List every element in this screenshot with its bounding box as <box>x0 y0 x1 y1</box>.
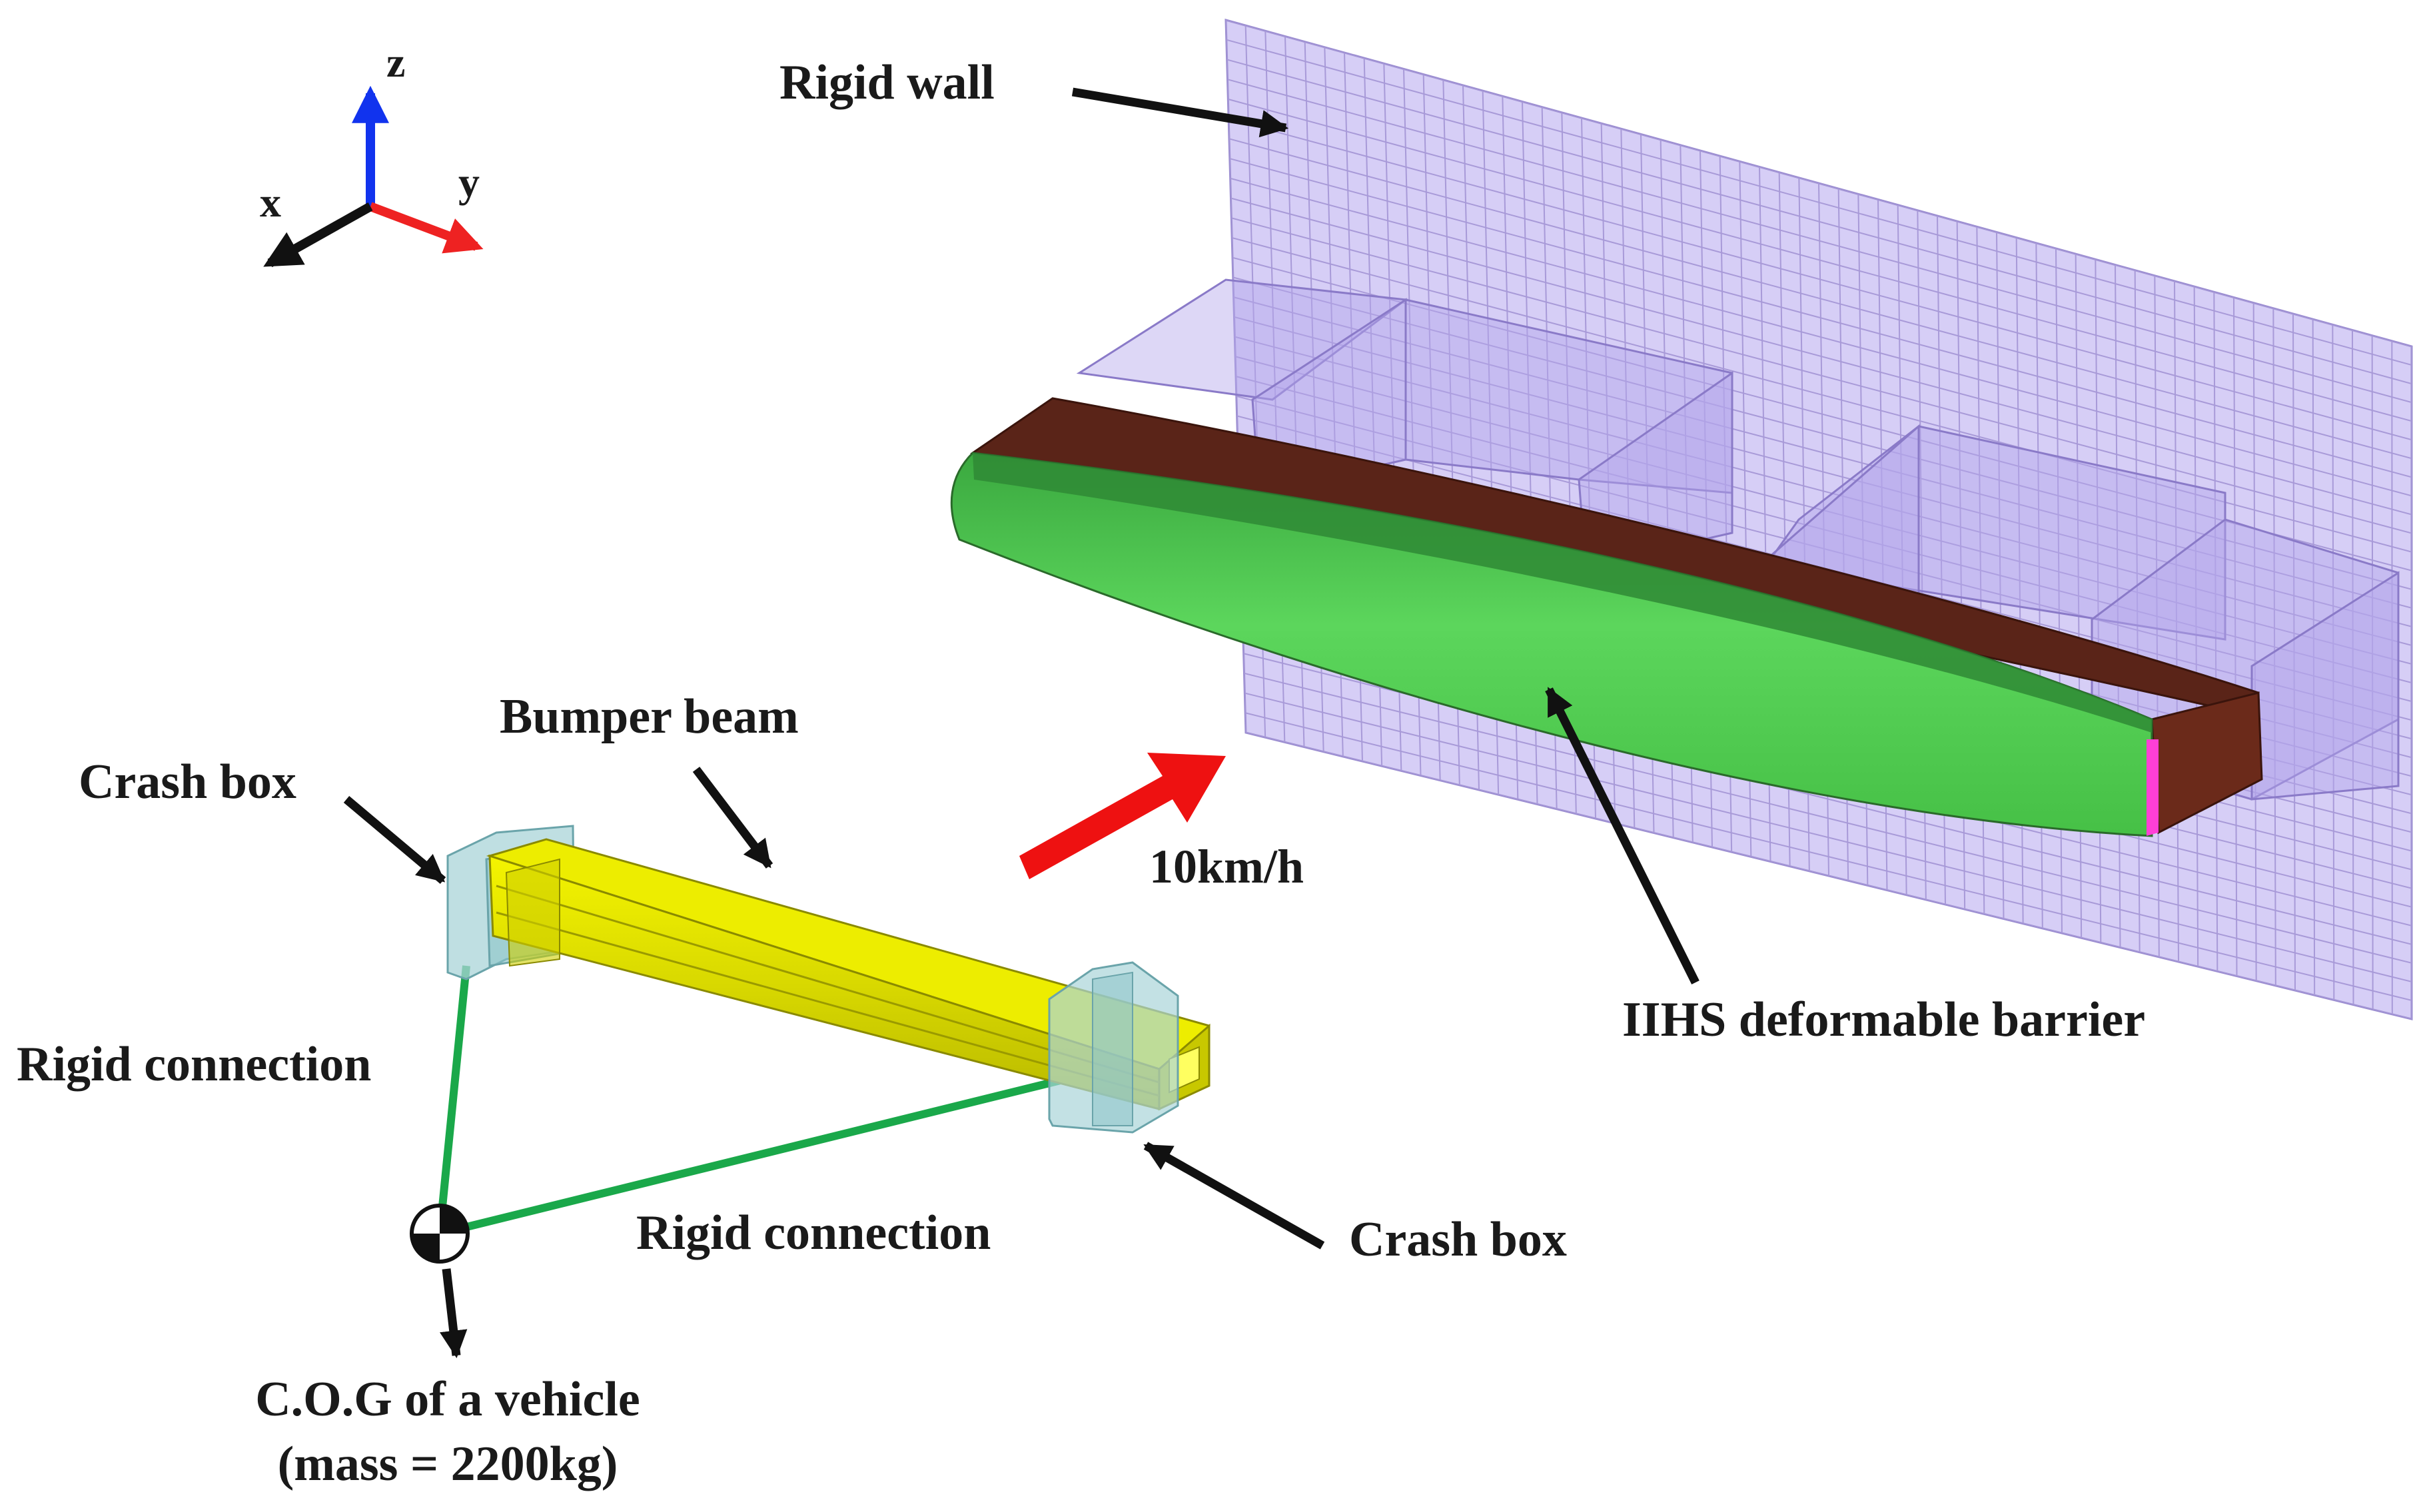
crash-box-right-leader <box>1143 1142 1325 1250</box>
wall-grid-line <box>1232 256 2412 571</box>
bumper-beam-label: Bumper beam <box>500 689 799 744</box>
wall-grid-line <box>1230 197 2412 516</box>
wall-grid-line <box>1231 217 2412 534</box>
wall-grid-line <box>1227 79 2412 404</box>
leader-arrows <box>343 87 1699 1359</box>
speed-label: 10km/h <box>1149 840 1304 893</box>
rigid-connection-line-left <box>436 965 470 1234</box>
crash-box-left-leader <box>343 796 446 884</box>
wall-grid-line <box>1231 236 2412 553</box>
y-axis-arrow <box>368 202 484 254</box>
crash-box-left-label: Crash box <box>79 755 296 809</box>
wall-grid-line <box>1236 395 2412 703</box>
text-labels: Rigid wall Bumper beam Crash box Rigid c… <box>17 55 2145 1491</box>
bumper-assembly <box>410 825 1211 1264</box>
velocity-arrow-shape <box>1019 753 1226 879</box>
cog-leader <box>440 1268 468 1359</box>
rigid-wall-label: Rigid wall <box>779 55 995 110</box>
wall-grid-line <box>1244 672 2412 964</box>
barrier-label: IIHS deformable barrier <box>1622 992 2145 1047</box>
velocity-arrow: 10km/h <box>1019 753 1304 893</box>
wall-grid-line <box>1233 296 2412 609</box>
cog-label-line1: C.O.G of a vehicle <box>255 1372 640 1427</box>
wall-grid-line <box>1235 376 2412 683</box>
wall-grid-line <box>1226 59 2412 385</box>
rigid-connection-line-bottom <box>438 1072 1081 1238</box>
wall-grid-line <box>1228 118 2412 441</box>
wall-grid-line <box>1234 336 2412 646</box>
wall-grid-line <box>1229 158 2412 478</box>
crash-box-right-shape <box>1048 961 1179 1134</box>
rigid-connection-left-label: Rigid connection <box>17 1037 371 1092</box>
crash-box-right-label: Crash box <box>1349 1212 1567 1267</box>
wall-grid-line <box>1228 138 2412 460</box>
wall-grid-line <box>1244 692 2412 982</box>
wall-grid-line <box>1232 276 2412 590</box>
rigid-connection-bottom-label: Rigid connection <box>636 1206 991 1260</box>
cog-label-line2: (mass = 2200kg) <box>278 1437 618 1491</box>
y-axis-label: y <box>458 159 480 206</box>
barrier-edge-strip <box>2147 739 2159 836</box>
x-axis-arrow <box>263 202 373 268</box>
cog-symbol <box>410 1204 470 1264</box>
x-axis-label: x <box>260 179 281 226</box>
z-axis-label: z <box>386 39 405 86</box>
coordinate-axes: z y x <box>260 39 484 268</box>
wall-grid-line <box>1226 39 2412 366</box>
wall-grid-line <box>1244 712 2412 1001</box>
iihs-deformable-barrier <box>950 397 2263 837</box>
wall-grid-line <box>1228 98 2412 422</box>
barrier-leader <box>1545 687 1699 984</box>
bumper-beam-leader <box>692 767 773 869</box>
wall-grid-line <box>1234 316 2412 627</box>
wall-grid-line <box>1230 177 2412 497</box>
rigid-wall-leader <box>1071 87 1289 138</box>
barrier-upper-band <box>973 453 2152 733</box>
